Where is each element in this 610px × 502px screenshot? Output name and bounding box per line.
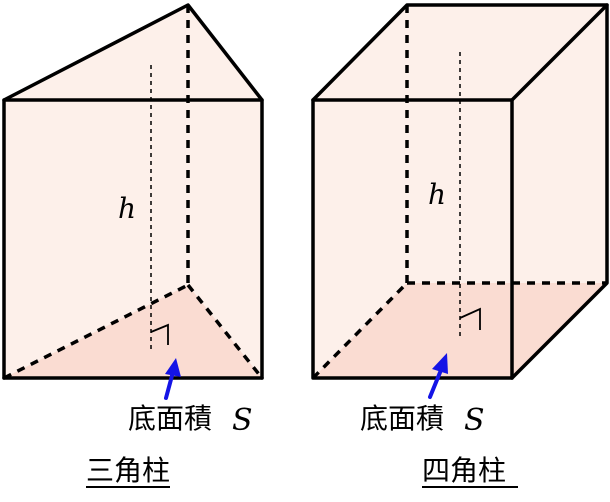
tri-base-arrow-shaft	[164, 370, 175, 400]
square-prism: h 底面積 S 四角柱	[311, 3, 609, 488]
sq-right-angle-marker	[459, 307, 481, 330]
sq-right-outline	[510, 3, 609, 380]
sq-title: 四角柱	[422, 454, 506, 487]
sq-top-outline	[311, 3, 609, 102]
tri-title: 三角柱	[86, 454, 170, 487]
sq-base-symbol: S	[464, 403, 485, 438]
tri-base-arrow-head	[165, 358, 181, 377]
sq-hidden-base-left-edge	[311, 281, 409, 380]
triangular-prism: h 底面積 S 三角柱	[2, 3, 264, 488]
tri-base-face	[4, 285, 262, 378]
tri-height-label: h	[118, 192, 136, 225]
tri-hidden-base-left-edge	[3, 283, 189, 380]
sq-base-label: 底面積	[360, 402, 444, 435]
tri-hidden-base-right-edge	[186, 283, 264, 380]
sq-height-label: h	[428, 178, 446, 211]
sq-base-arrow-head	[432, 353, 448, 374]
tri-base-label: 底面積	[128, 402, 212, 435]
tri-base-symbol: S	[232, 403, 253, 438]
sq-base-arrow-shaft	[428, 368, 443, 399]
tri-right-angle-marker	[150, 323, 169, 345]
tri-visible-outline	[2, 3, 264, 380]
